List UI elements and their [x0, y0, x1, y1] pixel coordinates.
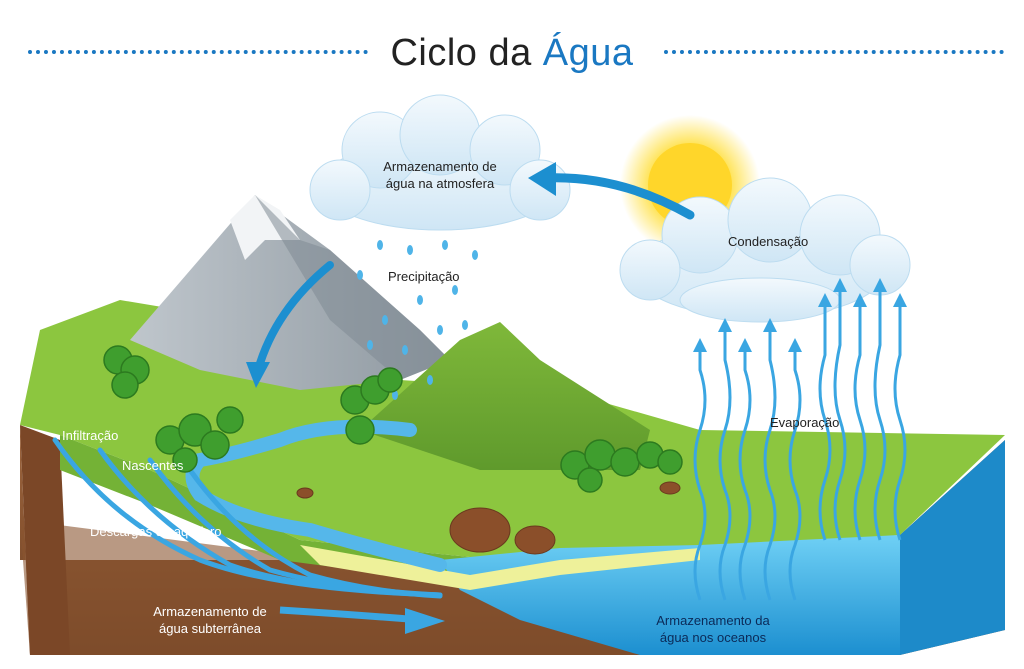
title-highlight: Água — [542, 32, 634, 74]
label-ocean-line1: Armazenamento da — [656, 613, 770, 628]
label-ocean: Armazenamento da água nos oceanos — [628, 612, 798, 646]
label-atmosphere: Armazenamento de água na atmosfera — [355, 158, 525, 192]
page-title: Ciclo da Água — [0, 30, 1024, 76]
groundwater-arrow-head — [405, 608, 445, 634]
beach — [300, 545, 700, 590]
groundwater-flows — [52, 437, 443, 599]
river — [185, 419, 447, 572]
precipitation-arrow-head — [246, 362, 270, 388]
label-groundwater: Armazenamento de água subterrânea — [130, 603, 290, 637]
soil-left-edge — [20, 425, 70, 655]
label-ocean-line2: água nos oceanos — [659, 630, 767, 645]
bushes — [103, 345, 683, 493]
label-atmosphere-line2: água na atmosfera — [385, 176, 495, 191]
label-aquifer: Descargas do aquífero — [90, 524, 222, 539]
hill — [360, 322, 650, 470]
condensation-cloud — [619, 177, 911, 323]
rocks — [296, 481, 681, 555]
ocean-side — [900, 440, 1005, 655]
title-dots-left — [28, 50, 368, 54]
evaporation-arrow-heads — [693, 278, 907, 352]
title-prefix: Ciclo da — [390, 32, 532, 74]
arrow-condensation-to-atmosphere — [540, 173, 695, 220]
label-groundwater-line2: água subterrânea — [159, 621, 261, 636]
title-dots-right — [664, 50, 1004, 54]
label-condensation: Condensação — [728, 234, 809, 249]
rain-drops — [357, 240, 478, 400]
label-atmosphere-line1: Armazenamento de — [383, 159, 497, 174]
mountain-shadow — [255, 195, 450, 380]
precipitation-arrow — [254, 261, 334, 374]
arrow-head-atmosphere — [528, 162, 556, 196]
atmosphere-cloud — [309, 94, 571, 231]
label-evaporation: Evaporação — [770, 415, 840, 430]
mountain-snow — [230, 195, 300, 260]
label-infiltration: Infiltração — [62, 428, 119, 443]
label-precipitation: Precipitação — [388, 269, 460, 284]
label-groundwater-line1: Armazenamento de — [153, 604, 267, 619]
evaporation-arrows — [693, 290, 907, 601]
label-springs: Nascentes — [122, 458, 184, 473]
